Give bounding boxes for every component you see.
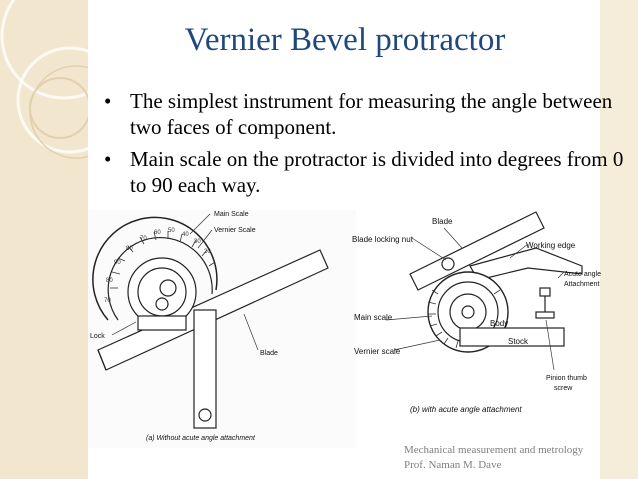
bullet-text: The simplest instrument for measuring th… <box>130 89 613 139</box>
right-decorative-band <box>600 0 638 479</box>
label-working-edge: Working edge <box>526 241 576 250</box>
bullet-item: • Main scale on the protractor is divide… <box>104 146 624 198</box>
svg-text:90: 90 <box>114 260 121 266</box>
svg-text:50: 50 <box>168 228 175 234</box>
label-stock: Stock <box>508 337 529 346</box>
figure-b-protractor-diagram: Blade Blade locking nut Working edge Acu… <box>352 211 601 414</box>
label-blade-locking-nut: Blade locking nut <box>352 235 414 244</box>
label-acute-angle-line1: Acute angle <box>564 271 601 278</box>
figure-a-protractor-diagram: 70 80 90 80 70 60 50 40 30 20 Main Scale Verni… <box>88 210 356 448</box>
svg-text:80: 80 <box>106 278 113 284</box>
slide-title: Vernier Bevel protractor <box>184 22 506 58</box>
svg-text:20: 20 <box>204 249 211 255</box>
bullet-item: • The simplest instrument for measuring … <box>104 88 624 140</box>
label-body: Body <box>490 319 508 328</box>
bullet-text: Main scale on the protractor is divided … <box>130 147 624 197</box>
bullet-symbol: • <box>104 147 112 171</box>
footer-author: Prof. Naman M. Dave <box>404 459 502 471</box>
label-acute-angle-line2: Attachment <box>564 281 599 288</box>
decorative-arcs <box>0 0 88 159</box>
svg-text:80: 80 <box>126 246 133 252</box>
bullet-list: • The simplest instrument for measuring … <box>104 88 624 204</box>
label-vernier-scale: Vernier scale <box>354 347 401 356</box>
figure-b-caption: (b) with acute angle attachment <box>410 405 522 414</box>
label-main-scale: Main Scale <box>214 211 249 218</box>
footer-course: Mechanical measurement and metrology <box>404 444 584 456</box>
label-pinion-thumb-line1: Pinion thumb <box>546 375 587 382</box>
label-blade: Blade <box>260 350 278 357</box>
svg-text:40: 40 <box>182 232 189 238</box>
figure-a-caption: (a) Without acute angle attachment <box>146 435 256 442</box>
svg-text:70: 70 <box>140 236 147 242</box>
label-pinion-thumb-line2: screw <box>554 385 573 392</box>
footer: Mechanical measurement and metrology Pro… <box>404 443 583 473</box>
label-lock: Lock <box>90 333 105 340</box>
label-vernier-scale: Vernier Scale <box>214 227 256 234</box>
bullet-symbol: • <box>104 89 112 113</box>
svg-text:30: 30 <box>194 239 201 245</box>
left-decorative-band <box>0 0 88 479</box>
svg-text:70: 70 <box>104 298 111 304</box>
label-main-scale: Main scale <box>354 313 393 322</box>
svg-text:60: 60 <box>154 230 161 236</box>
label-blade: Blade <box>432 217 453 226</box>
